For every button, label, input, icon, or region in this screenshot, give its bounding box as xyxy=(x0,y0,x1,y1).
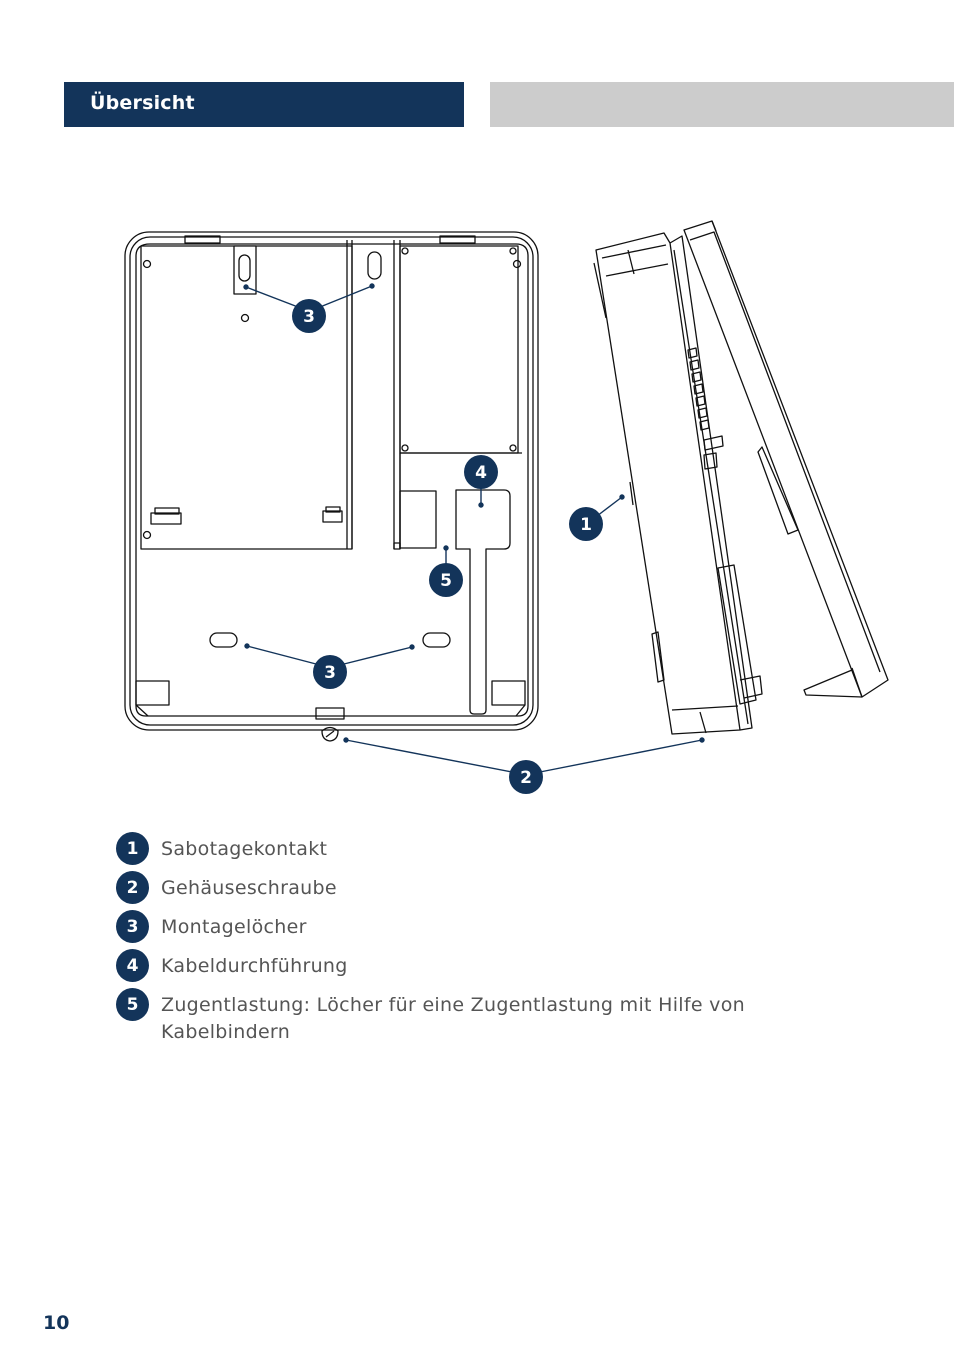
legend-item-text: Montagelöcher xyxy=(161,916,307,938)
callout-mounting-holes-top: 3 xyxy=(292,299,326,333)
legend-number-badge: 5 xyxy=(116,988,149,1021)
legend-item-strain-relief: 5 Zugentlastung: Löcher für eine Zugentl… xyxy=(116,988,836,1046)
legend-item-mounting-holes: 3 Montagelöcher xyxy=(116,910,836,945)
callout-mounting-holes-bottom: 3 xyxy=(313,655,347,689)
section-header-bar: Übersicht xyxy=(64,82,464,127)
page-number: 10 xyxy=(43,1312,70,1334)
legend-item-text: Kabeldurchführung xyxy=(161,955,348,977)
legend-item-tamper-contact: 1 Sabotagekontakt xyxy=(116,832,836,867)
legend-number-badge: 1 xyxy=(116,832,149,865)
legend-item-text: Gehäuseschraube xyxy=(161,877,337,899)
legend-number-badge: 4 xyxy=(116,949,149,982)
legend-item-housing-screw: 2 Gehäuseschraube xyxy=(116,871,836,906)
callout-label: 4 xyxy=(475,463,487,483)
legend-number-badge: 3 xyxy=(116,910,149,943)
housing-side-view xyxy=(593,220,889,735)
legend-item-text: Sabotagekontakt xyxy=(161,838,328,860)
callout-label: 3 xyxy=(324,663,336,683)
callout-tamper-contact: 1 xyxy=(569,507,603,541)
callout-label: 1 xyxy=(580,515,592,535)
callout-strain-relief: 5 xyxy=(429,563,463,597)
device-illustration: 3 3 4 5 1 2 xyxy=(124,220,889,794)
housing-front-view xyxy=(124,231,539,742)
legend-item-text: Zugentlastung: Löcher für eine Zugentlas… xyxy=(161,994,745,1043)
callout-label: 5 xyxy=(440,571,452,591)
callout-label: 2 xyxy=(520,768,532,788)
legend-item-cable-entry: 4 Kabeldurchführung xyxy=(116,949,836,984)
header-gray-bar xyxy=(490,82,954,127)
callout-label: 3 xyxy=(303,307,315,327)
legend-number-badge: 2 xyxy=(116,871,149,904)
callout-cable-entry: 4 xyxy=(464,455,498,489)
legend-list: 1 Sabotagekontakt 2 Gehäuseschraube 3 Mo… xyxy=(116,832,836,1050)
section-title: Übersicht xyxy=(90,92,195,114)
callout-housing-screw: 2 xyxy=(509,760,543,794)
